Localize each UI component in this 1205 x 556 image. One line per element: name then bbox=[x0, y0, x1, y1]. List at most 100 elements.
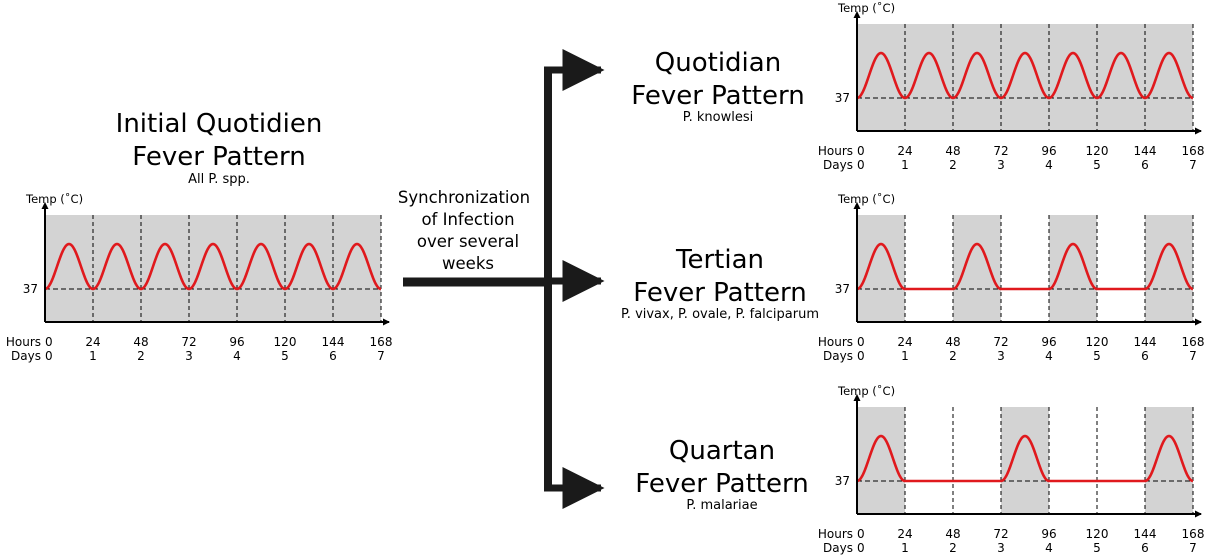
hour-tick-label: 120 bbox=[1086, 144, 1109, 158]
panel-title-initial: Initial Quotidien Fever Pattern All P. s… bbox=[116, 109, 323, 187]
hour-tick-label: 0 bbox=[45, 335, 53, 349]
panel-subtitle: All P. spp. bbox=[188, 172, 250, 187]
baseline-label: 37 bbox=[835, 91, 850, 105]
main-arrow-label: Synchronization of Infection over severa… bbox=[398, 188, 530, 273]
hour-tick-label: 72 bbox=[993, 527, 1008, 541]
baseline-label: 37 bbox=[835, 474, 850, 488]
days-axis-label: Days bbox=[823, 541, 853, 555]
fever-band bbox=[189, 215, 237, 322]
fever-band bbox=[1049, 215, 1097, 322]
fever-band bbox=[1001, 24, 1049, 131]
hours-axis-label: Hours bbox=[818, 335, 853, 349]
hour-tick-label: 24 bbox=[897, 527, 912, 541]
hour-tick-label: 24 bbox=[897, 335, 912, 349]
panel-title-line1: Quartan bbox=[669, 436, 775, 466]
day-tick-label: 1 bbox=[901, 158, 909, 172]
hour-tick-label: 144 bbox=[322, 335, 345, 349]
panel-subtitle: P. knowlesi bbox=[683, 110, 753, 125]
panel-title-line2: Fever Pattern bbox=[635, 469, 808, 499]
temperature-curve bbox=[856, 51, 1194, 100]
hour-tick-label: 144 bbox=[1134, 335, 1157, 349]
hour-tick-label: 96 bbox=[1041, 527, 1056, 541]
day-tick-label: 6 bbox=[1141, 158, 1149, 172]
fever-band bbox=[953, 24, 1001, 131]
day-tick-label: 5 bbox=[281, 349, 289, 363]
fever-band bbox=[1049, 24, 1097, 131]
panel-title-tertian: Tertian Fever Pattern P. vivax, P. ovale… bbox=[621, 245, 819, 322]
hour-tick-label: 168 bbox=[1182, 335, 1205, 349]
x-axis-arrowhead bbox=[1195, 318, 1202, 326]
day-tick-label: 3 bbox=[997, 541, 1005, 555]
x-axis-arrowhead bbox=[1195, 127, 1202, 135]
fever-band bbox=[1145, 24, 1193, 131]
day-tick-label: 7 bbox=[1189, 349, 1197, 363]
y-axis-label: Temp (˚C) bbox=[837, 383, 895, 398]
panel-title-line2: Fever Pattern bbox=[132, 142, 305, 172]
baseline-label: 37 bbox=[835, 282, 850, 296]
hour-tick-label: 120 bbox=[274, 335, 297, 349]
panel-title-quotidian: Quotidian Fever Pattern P. knowlesi bbox=[631, 48, 804, 125]
fever-band bbox=[285, 215, 333, 322]
fever-band bbox=[1145, 407, 1193, 514]
y-axis-label: Temp (˚C) bbox=[837, 191, 895, 206]
hour-tick-label: 96 bbox=[1041, 335, 1056, 349]
hour-tick-label: 144 bbox=[1134, 527, 1157, 541]
fever-band bbox=[1145, 215, 1193, 322]
fever-band bbox=[333, 215, 381, 322]
panel-title-line1: Quotidian bbox=[655, 48, 781, 78]
hour-tick-label: 48 bbox=[945, 144, 960, 158]
hour-tick-label: 144 bbox=[1134, 144, 1157, 158]
day-tick-label: 2 bbox=[949, 158, 957, 172]
y-axis-label: Temp (˚C) bbox=[837, 0, 895, 15]
fever-band bbox=[857, 215, 905, 322]
hour-tick-label: 24 bbox=[897, 144, 912, 158]
day-tick-label: 0 bbox=[857, 349, 865, 363]
x-axis-arrowhead bbox=[1195, 510, 1202, 518]
day-tick-label: 7 bbox=[1189, 158, 1197, 172]
day-tick-label: 6 bbox=[1141, 349, 1149, 363]
day-tick-label: 6 bbox=[329, 349, 337, 363]
synchronization-arrows bbox=[403, 49, 605, 509]
temperature-curve bbox=[856, 242, 1194, 291]
hour-tick-label: 168 bbox=[370, 335, 393, 349]
fever-band bbox=[857, 407, 905, 514]
day-tick-label: 5 bbox=[1093, 158, 1101, 172]
panel-title-quartan: Quartan Fever Pattern P. malariae bbox=[635, 436, 808, 513]
y-axis-label: Temp (˚C) bbox=[25, 191, 83, 206]
hour-tick-label: 168 bbox=[1182, 527, 1205, 541]
fever-band bbox=[93, 215, 141, 322]
day-tick-label: 0 bbox=[857, 158, 865, 172]
day-tick-label: 4 bbox=[233, 349, 241, 363]
day-tick-label: 4 bbox=[1045, 158, 1053, 172]
day-tick-label: 6 bbox=[1141, 541, 1149, 555]
arrow-label-line3: over several bbox=[417, 232, 519, 251]
arrow-label-line1: Synchronization bbox=[398, 188, 530, 207]
fever-band bbox=[953, 215, 1001, 322]
hour-tick-label: 0 bbox=[857, 527, 865, 541]
day-tick-label: 5 bbox=[1093, 349, 1101, 363]
hour-tick-label: 0 bbox=[857, 144, 865, 158]
day-tick-label: 0 bbox=[857, 541, 865, 555]
fever-band bbox=[45, 215, 93, 322]
day-tick-label: 3 bbox=[185, 349, 193, 363]
temperature-curve bbox=[856, 434, 1194, 483]
day-tick-label: 2 bbox=[949, 541, 957, 555]
y-axis-arrowhead bbox=[853, 394, 861, 401]
fever-band bbox=[1097, 24, 1145, 131]
hour-tick-label: 72 bbox=[993, 144, 1008, 158]
y-axis-arrowhead bbox=[41, 202, 49, 209]
hour-tick-label: 48 bbox=[945, 335, 960, 349]
hour-tick-label: 120 bbox=[1086, 527, 1109, 541]
day-tick-label: 0 bbox=[45, 349, 53, 363]
y-axis-arrowhead bbox=[853, 202, 861, 209]
days-axis-label: Days bbox=[823, 158, 853, 172]
fever-band bbox=[141, 215, 189, 322]
hour-tick-label: 24 bbox=[85, 335, 100, 349]
day-tick-label: 4 bbox=[1045, 349, 1053, 363]
panel-title-line2: Fever Pattern bbox=[633, 278, 806, 308]
fever-band bbox=[1001, 407, 1049, 514]
hour-tick-label: 96 bbox=[1041, 144, 1056, 158]
hour-tick-label: 120 bbox=[1086, 335, 1109, 349]
